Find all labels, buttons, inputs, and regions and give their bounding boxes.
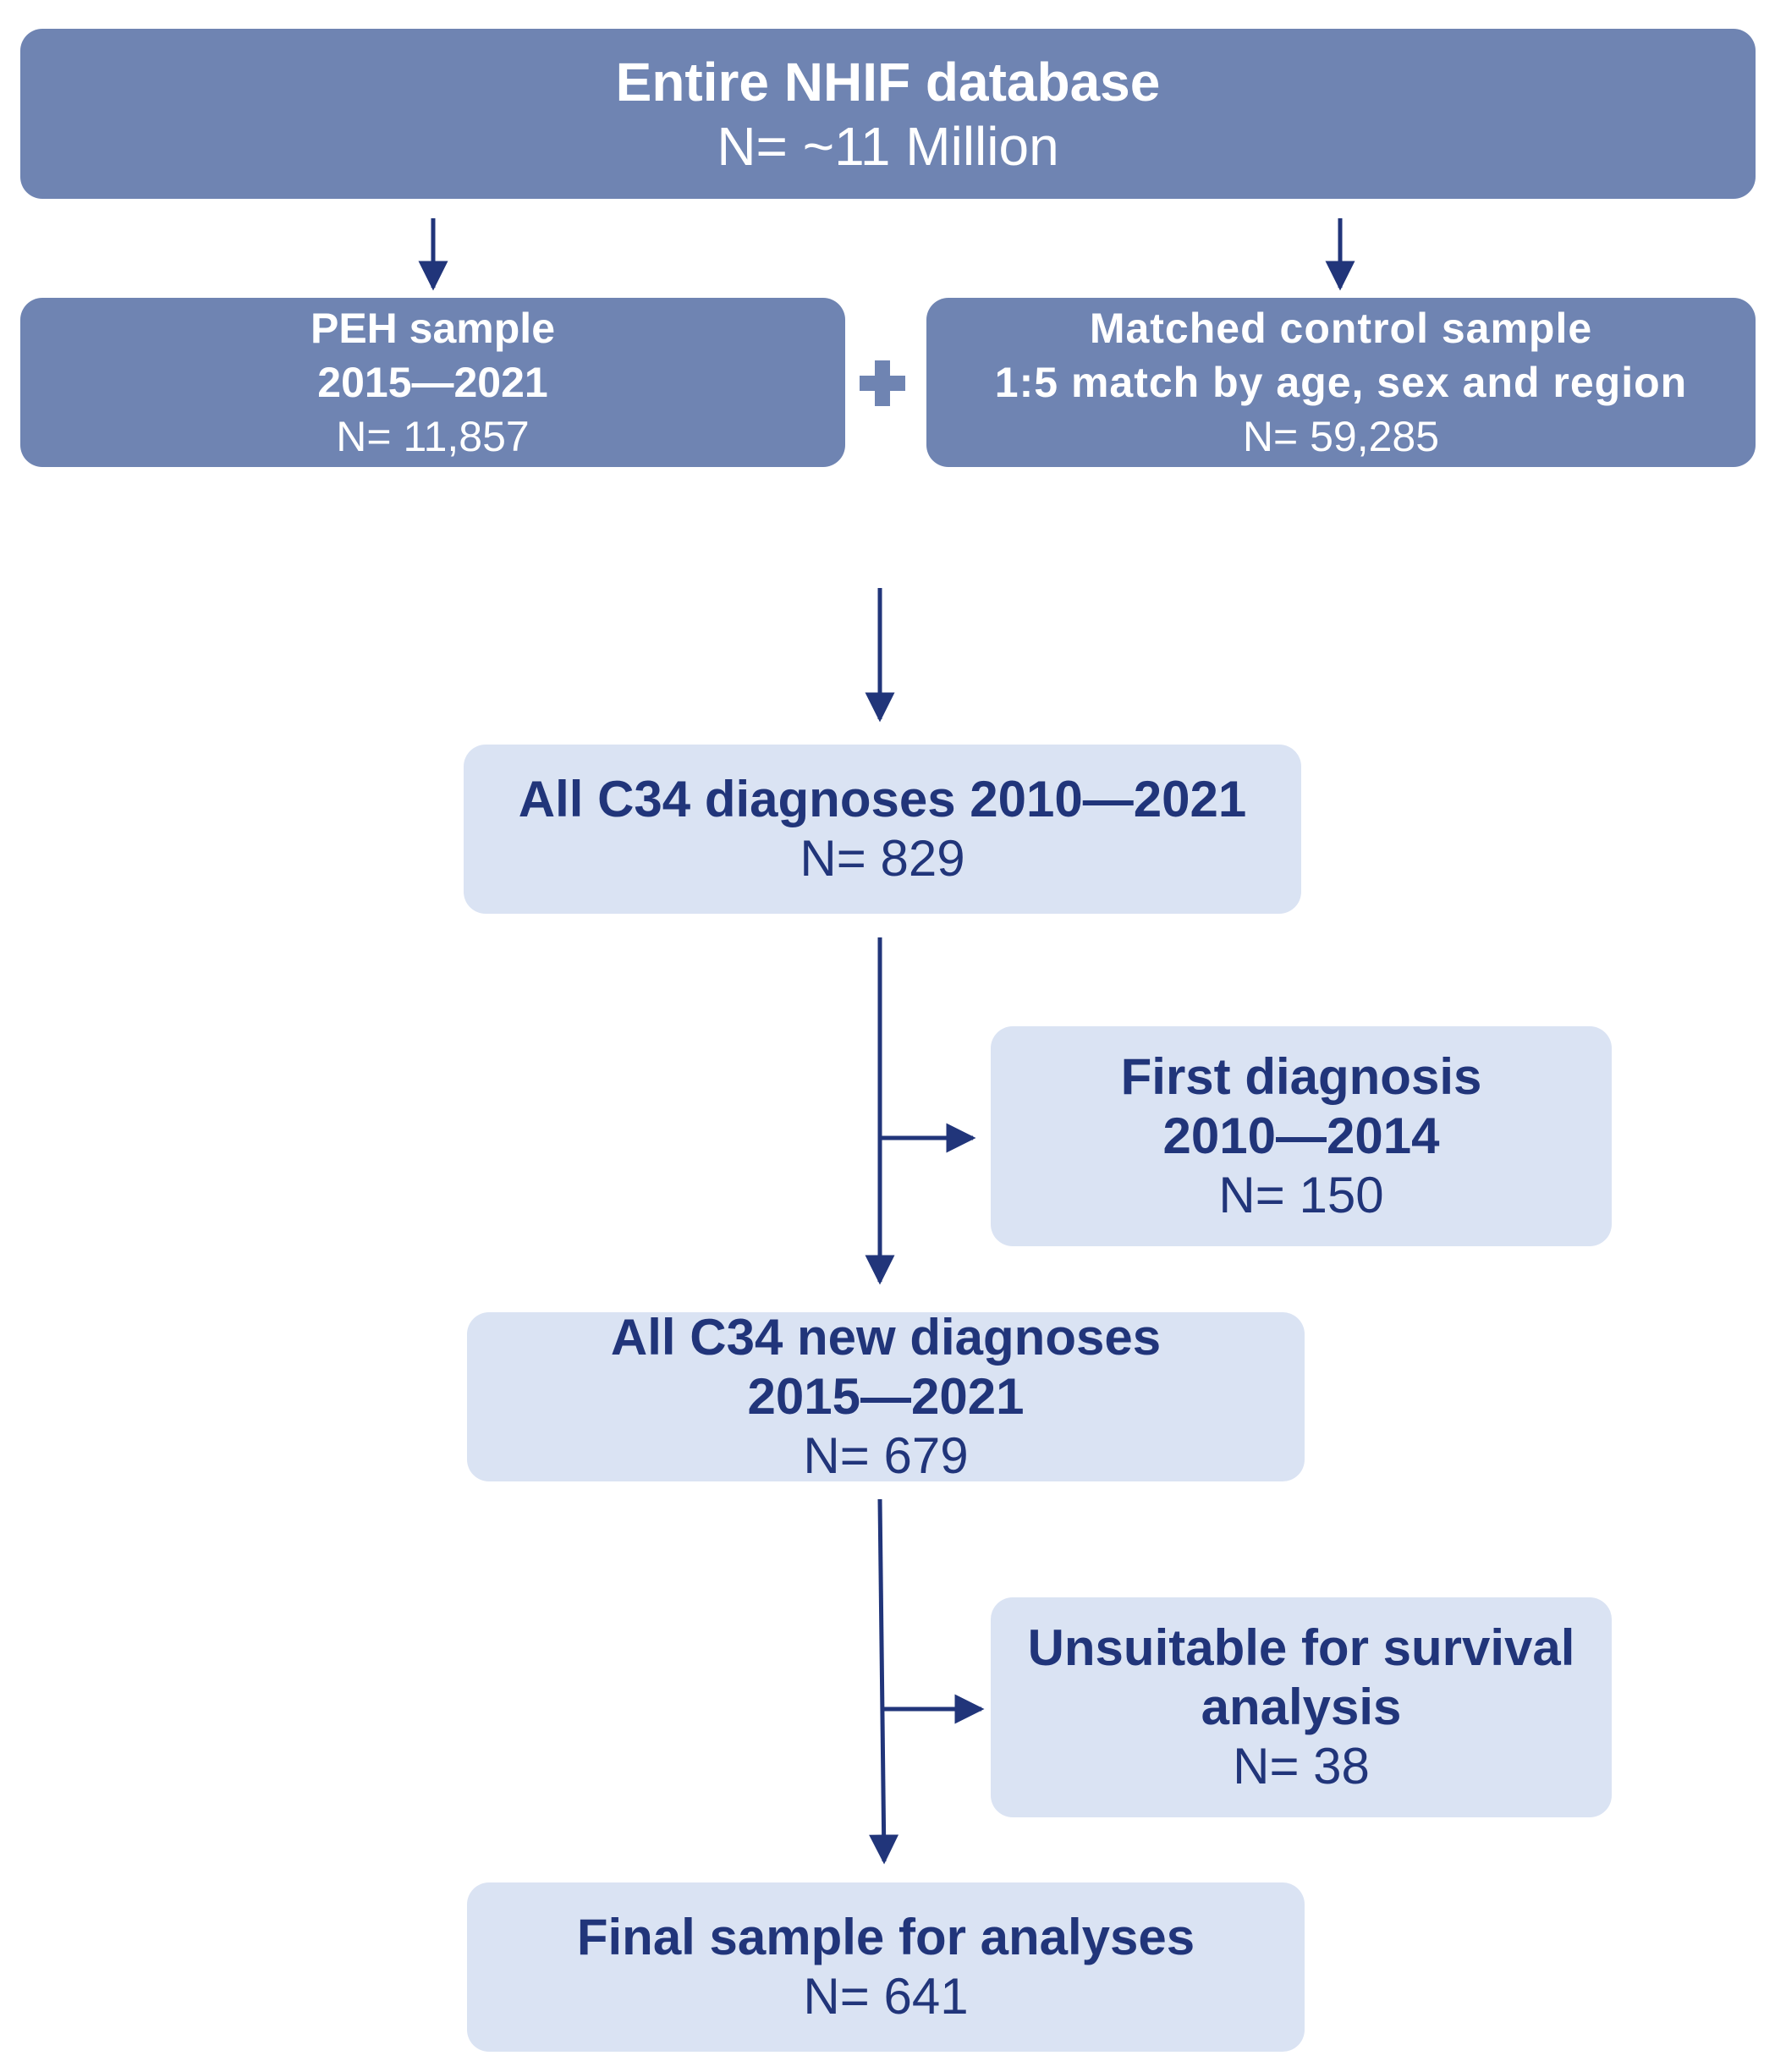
box-first-diagnosis: First diagnosis 2010—2014 N= 150 bbox=[991, 1026, 1612, 1246]
unsuitable-title-line1: Unsuitable for survival bbox=[1027, 1619, 1575, 1676]
nhif-title: Entire NHIF database bbox=[615, 51, 1161, 113]
first-dx-title: First diagnosis bbox=[1120, 1048, 1482, 1105]
final-n: N= 641 bbox=[803, 1968, 969, 2025]
box-unsuitable: Unsuitable for survival analysis N= 38 bbox=[991, 1597, 1612, 1817]
arrow-new-to-final bbox=[869, 1498, 899, 1865]
box-peh-sample: PEH sample 2015—2021 N= 11,857 bbox=[20, 298, 845, 467]
plus-icon bbox=[860, 360, 905, 406]
box-c34-new-diagnoses: All C34 new diagnoses 2015—2021 N= 679 bbox=[467, 1309, 1305, 1484]
nhif-n: N= ~11 Million bbox=[717, 115, 1059, 177]
c34-all-title: All C34 diagnoses 2010—2021 bbox=[518, 771, 1247, 827]
first-dx-n: N= 150 bbox=[1218, 1167, 1384, 1223]
box-final-sample: Final sample for analyses N= 641 bbox=[467, 1882, 1305, 2052]
final-title: Final sample for analyses bbox=[576, 1909, 1195, 1965]
peh-n: N= 11,857 bbox=[336, 413, 530, 460]
box-nhif-database: Entire NHIF database N= ~11 Million bbox=[20, 29, 1756, 199]
control-title: Matched control sample bbox=[1089, 305, 1593, 352]
unsuitable-n: N= 38 bbox=[1233, 1738, 1370, 1794]
control-n: N= 59,285 bbox=[1242, 413, 1440, 460]
peh-title: PEH sample bbox=[310, 305, 555, 352]
c34-new-years: 2015—2021 bbox=[747, 1368, 1025, 1425]
box-control-sample: Matched control sample 1:5 match by age,… bbox=[926, 298, 1756, 467]
c34-all-n: N= 829 bbox=[800, 830, 965, 887]
unsuitable-title-line2: analysis bbox=[1201, 1679, 1402, 1735]
control-subtitle: 1:5 match by age, sex and region bbox=[994, 359, 1688, 406]
c34-new-n: N= 679 bbox=[803, 1427, 969, 1484]
first-dx-years: 2010—2014 bbox=[1162, 1107, 1440, 1164]
c34-new-title: All C34 new diagnoses bbox=[610, 1309, 1162, 1366]
box-c34-all-diagnoses: All C34 diagnoses 2010—2021 N= 829 bbox=[464, 745, 1301, 914]
peh-years: 2015—2021 bbox=[317, 359, 548, 406]
